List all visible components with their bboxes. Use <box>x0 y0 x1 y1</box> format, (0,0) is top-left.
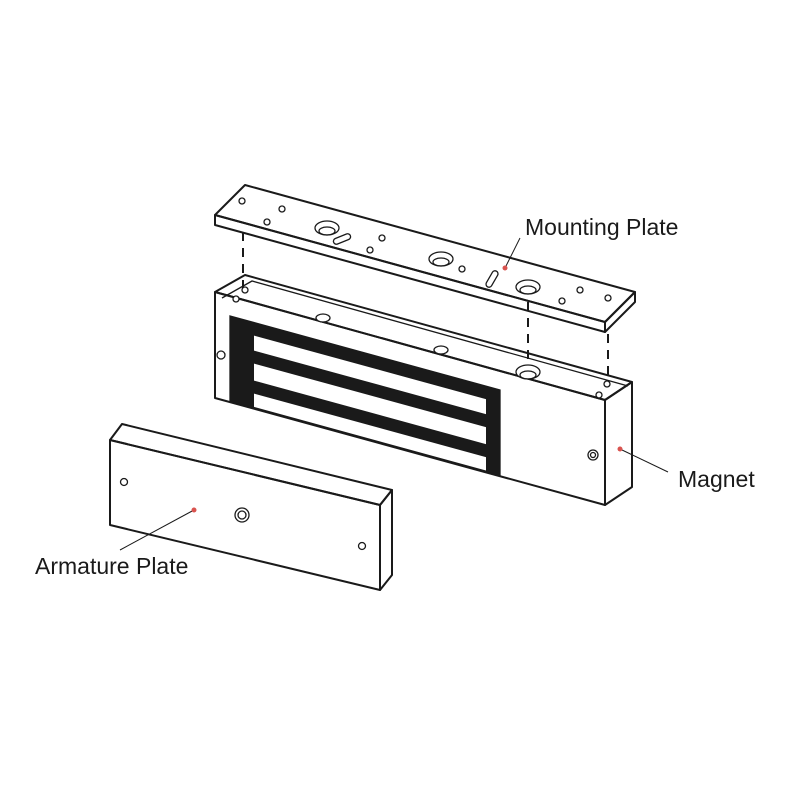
label-magnet: Magnet <box>678 466 755 492</box>
magnet-holes <box>216 286 611 461</box>
magnet-body <box>214 274 633 506</box>
armature-plate <box>109 423 393 591</box>
label-mounting-plate: Mounting Plate <box>525 214 678 240</box>
leader-lines <box>119 237 669 551</box>
mounting-plate-holes <box>238 197 612 305</box>
alignment-lines <box>242 232 609 382</box>
label-armature-plate: Armature Plate <box>35 553 188 579</box>
mounting-plate <box>214 184 636 333</box>
